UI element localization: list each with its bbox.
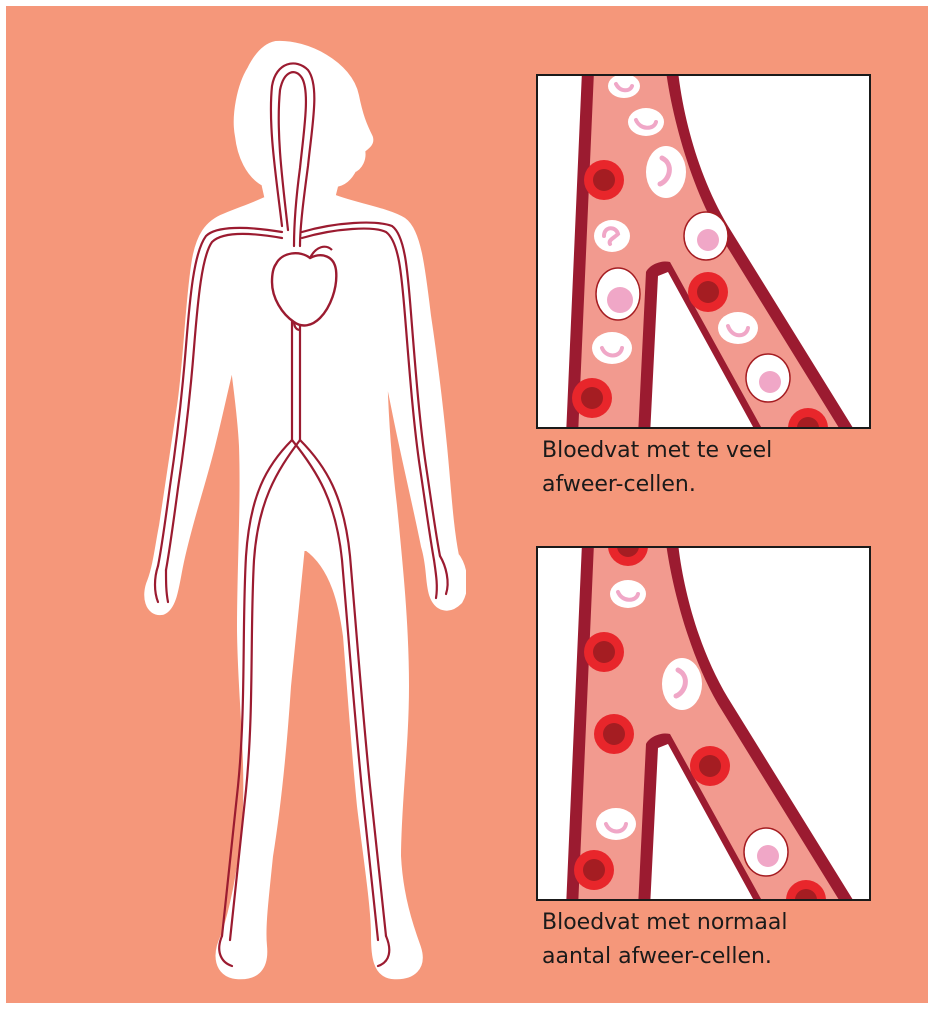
human-body-figure [86, 26, 466, 996]
white-blood-cell [662, 658, 702, 710]
white-blood-cell [646, 146, 686, 198]
caption-normal-immune-cells: Bloedvat met normaal aantal afweer-celle… [542, 906, 872, 974]
white-blood-cell [744, 828, 788, 876]
white-blood-cell [628, 108, 664, 136]
red-blood-cell [688, 272, 728, 312]
red-blood-cell [690, 746, 730, 786]
vessel-inset-normal-immune-cells [536, 546, 871, 901]
white-blood-cell [718, 312, 758, 344]
caption-line: afweer-cellen. [542, 468, 872, 502]
caption-line: Bloedvat met normaal [542, 906, 872, 940]
white-blood-cell [596, 268, 640, 320]
caption-too-many-immune-cells: Bloedvat met te veel afweer-cellen. [542, 434, 872, 502]
white-blood-cell [592, 332, 632, 364]
red-blood-cell [574, 850, 614, 890]
red-blood-cell [572, 378, 612, 418]
white-blood-cell [746, 354, 790, 402]
vessel-inset-many-immune-cells [536, 74, 871, 429]
red-blood-cell [584, 160, 624, 200]
diagram-background: Bloedvat met te veel afweer-cellen. [6, 6, 928, 1003]
red-blood-cell [594, 714, 634, 754]
red-blood-cell [584, 632, 624, 672]
caption-line: aantal afweer-cellen. [542, 940, 872, 974]
white-blood-cell [596, 808, 636, 840]
white-blood-cell [594, 220, 630, 252]
white-blood-cell [684, 212, 728, 260]
caption-line: Bloedvat met te veel [542, 434, 872, 468]
white-blood-cell [610, 580, 646, 608]
